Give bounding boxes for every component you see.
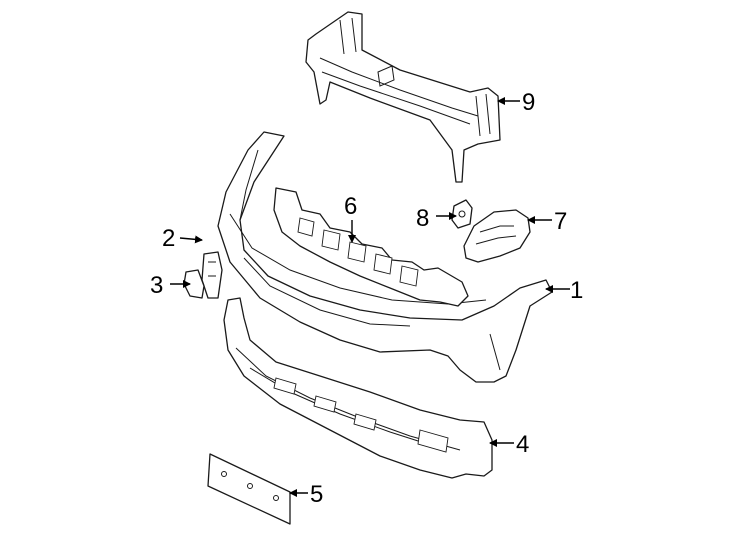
impact-bar-part[interactable] xyxy=(305,11,501,183)
callout-label-7: 7 xyxy=(554,208,567,235)
license-plate-bracket-part[interactable] xyxy=(207,453,291,525)
callout-label-5: 5 xyxy=(310,481,323,508)
callout-label-3: 3 xyxy=(150,272,163,299)
callout-label-6: 6 xyxy=(344,193,357,220)
callout-label-1: 1 xyxy=(570,277,583,304)
callout-2-leader xyxy=(179,235,203,244)
lower-valance-part[interactable] xyxy=(223,297,493,479)
side-bracket-part-7[interactable] xyxy=(463,209,531,263)
callout-label-8: 8 xyxy=(416,205,429,232)
callout-label-2: 2 xyxy=(162,225,175,252)
bracket-part-2[interactable] xyxy=(201,251,223,299)
energy-absorber-part[interactable] xyxy=(273,187,469,307)
callout-label-4: 4 xyxy=(516,431,529,458)
callout-label-9: 9 xyxy=(522,89,535,116)
bracket-part-8[interactable] xyxy=(451,199,473,229)
